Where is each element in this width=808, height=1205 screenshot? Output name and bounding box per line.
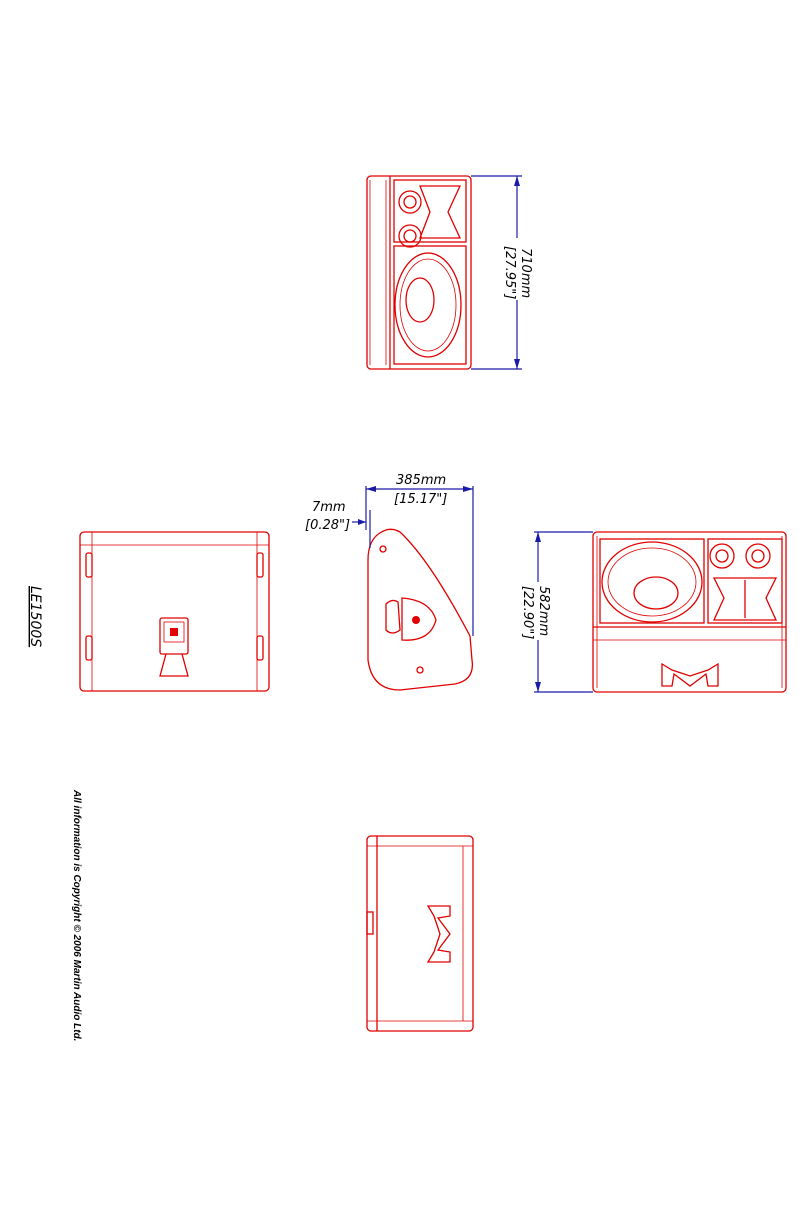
offset-mm-label: 7mm [312,500,346,515]
height-dimension: 710mm [27.95"] [471,175,533,370]
width-in-label: [22.90"] [520,586,535,639]
rear-view [79,531,270,692]
copyright-label: All information is Copyright © 2006 Mart… [71,789,82,1041]
front-view [592,531,787,693]
depth-mm-label: 385mm [396,473,446,488]
width-dimension: 582mm [22.90"] [520,531,593,693]
side-view [367,528,474,691]
model-label: LE1500S [27,586,43,647]
top-view-rotated [366,835,474,1032]
width-mm-label: 582mm [536,586,551,636]
depth-dimension: 385mm [15.17"] 7mm [0.28"] [305,473,474,636]
offset-in-label: [0.28"] [305,518,350,533]
front-view-rotated [366,175,472,370]
height-mm-label: 710mm [518,248,533,298]
depth-in-label: [15.17"] [394,492,447,507]
height-in-label: [27.95"] [502,246,517,299]
